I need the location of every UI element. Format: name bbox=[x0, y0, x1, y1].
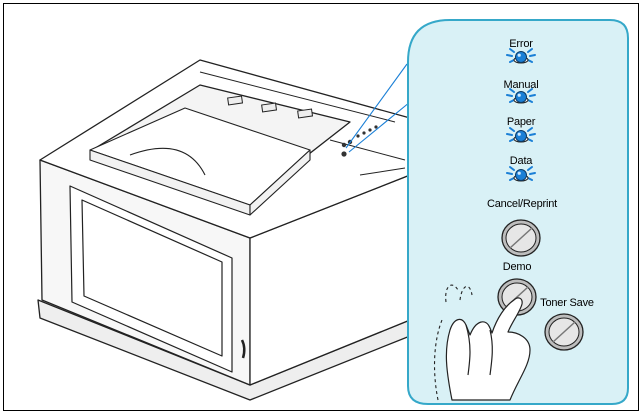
label-toner-save: Toner Save bbox=[540, 297, 594, 309]
led-error-icon bbox=[507, 49, 535, 63]
led-data-icon bbox=[507, 167, 535, 181]
label-demo: Demo bbox=[503, 261, 532, 273]
label-manual: Manual bbox=[504, 79, 539, 91]
label-data: Data bbox=[510, 155, 532, 167]
cancel-reprint-button[interactable] bbox=[502, 220, 540, 256]
label-error: Error bbox=[509, 38, 532, 50]
label-paper: Paper bbox=[507, 116, 535, 128]
led-manual-icon bbox=[507, 89, 535, 103]
led-paper-icon bbox=[507, 128, 535, 142]
label-cancel-reprint: Cancel/Reprint bbox=[487, 198, 557, 210]
toner-save-button[interactable] bbox=[545, 314, 583, 350]
